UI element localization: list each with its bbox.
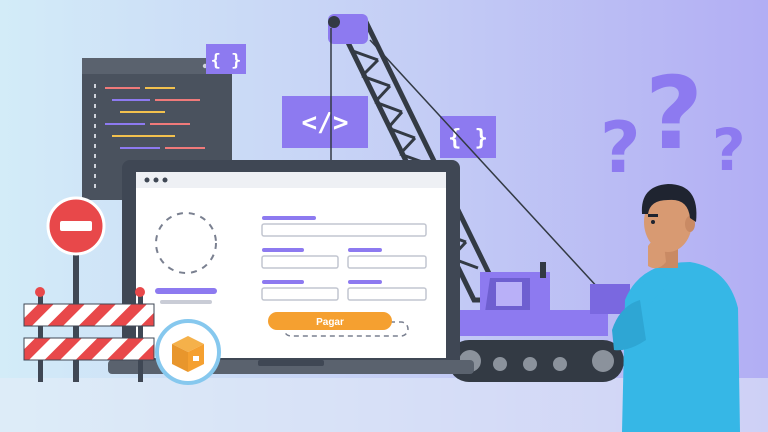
form-field bbox=[347, 255, 427, 269]
code-tag-braces-right: { } bbox=[440, 116, 496, 158]
question-mark-icon: ? ? ? bbox=[600, 55, 746, 189]
code-tag-braces-left: { } bbox=[206, 44, 246, 74]
avatar-placeholder bbox=[155, 212, 217, 274]
form-field bbox=[261, 255, 339, 269]
form-field bbox=[347, 287, 427, 301]
package-box-icon bbox=[155, 319, 221, 385]
code-tag-angle: </> bbox=[282, 96, 368, 148]
form-field bbox=[261, 287, 339, 301]
svg-text:{ }: { } bbox=[211, 51, 242, 71]
svg-text:?: ? bbox=[645, 55, 703, 172]
svg-text:?: ? bbox=[712, 116, 746, 184]
pay-button[interactable]: Pagar bbox=[268, 312, 392, 330]
web-form bbox=[155, 212, 427, 337]
svg-text:?: ? bbox=[600, 107, 641, 189]
svg-text:</>: </> bbox=[302, 108, 349, 138]
thinking-person-illustration bbox=[612, 184, 740, 432]
svg-text:Pagar: Pagar bbox=[316, 317, 344, 328]
form-field bbox=[261, 223, 427, 237]
road-barrier-icon bbox=[23, 287, 155, 382]
